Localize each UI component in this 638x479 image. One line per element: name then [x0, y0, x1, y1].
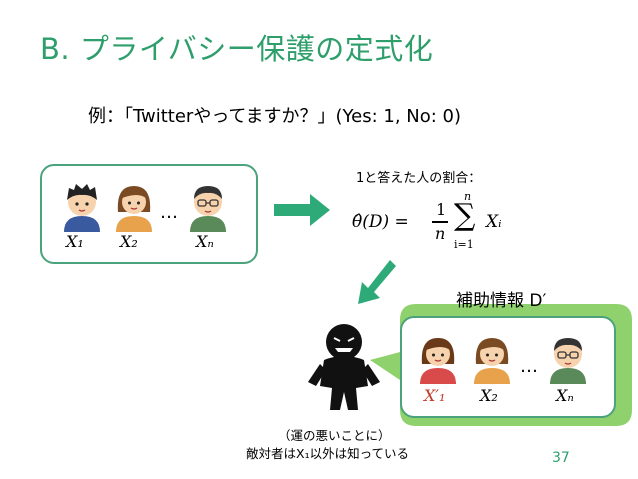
- down-left-arrow-icon: [358, 260, 396, 304]
- var-x2: X₂: [480, 386, 498, 405]
- auxiliary-info-label: 補助情報 D′: [456, 291, 547, 311]
- auxiliary-faces: [420, 338, 586, 384]
- rate-label: 1と答えた人の割合：: [356, 171, 482, 186]
- sum-lower: i=1: [454, 238, 474, 251]
- var-x1: X₁: [66, 232, 84, 251]
- var-x2: X₂: [120, 232, 138, 251]
- footnote-line1: （運の悪いことに）: [278, 428, 391, 443]
- person-woman-icon: [474, 338, 510, 384]
- person-man-glasses-icon: [190, 186, 226, 232]
- formula-term: Xᵢ: [486, 212, 502, 232]
- example-question: 例：「Twitterやってますか？」(Yes: 1, No: 0): [88, 106, 462, 127]
- ellipsis: …: [160, 202, 178, 223]
- frac-bar: [432, 221, 448, 223]
- sum-sign: ∑: [454, 198, 476, 233]
- person-woman-icon: [116, 186, 152, 232]
- var-x1-prime: X′₁: [424, 386, 446, 405]
- auxiliary-data-box: X′₁ X₂ … Xₙ: [400, 316, 616, 418]
- page-number: 37: [552, 450, 570, 466]
- footnote-line2: 敵対者はX₁以外は知っている: [246, 446, 409, 461]
- adversary-icon: [308, 324, 380, 410]
- sum-upper: n: [464, 190, 472, 203]
- var-xn: Xₙ: [556, 386, 574, 405]
- frac-denominator: n: [435, 224, 446, 243]
- person-boy-icon: [64, 184, 100, 232]
- formula-lhs: θ̂(D) =: [352, 212, 409, 232]
- person-man-glasses-icon: [550, 338, 586, 384]
- population-box: X₁ X₂ … Xₙ: [40, 164, 258, 264]
- right-arrow-icon: [274, 194, 330, 226]
- person-woman-red-icon: [420, 338, 456, 384]
- var-xn: Xₙ: [196, 232, 214, 251]
- ellipsis: …: [520, 356, 538, 377]
- slide-title: B. プライバシー保護の定式化: [40, 32, 434, 66]
- frac-numerator: 1: [436, 200, 447, 219]
- population-faces: [64, 184, 226, 232]
